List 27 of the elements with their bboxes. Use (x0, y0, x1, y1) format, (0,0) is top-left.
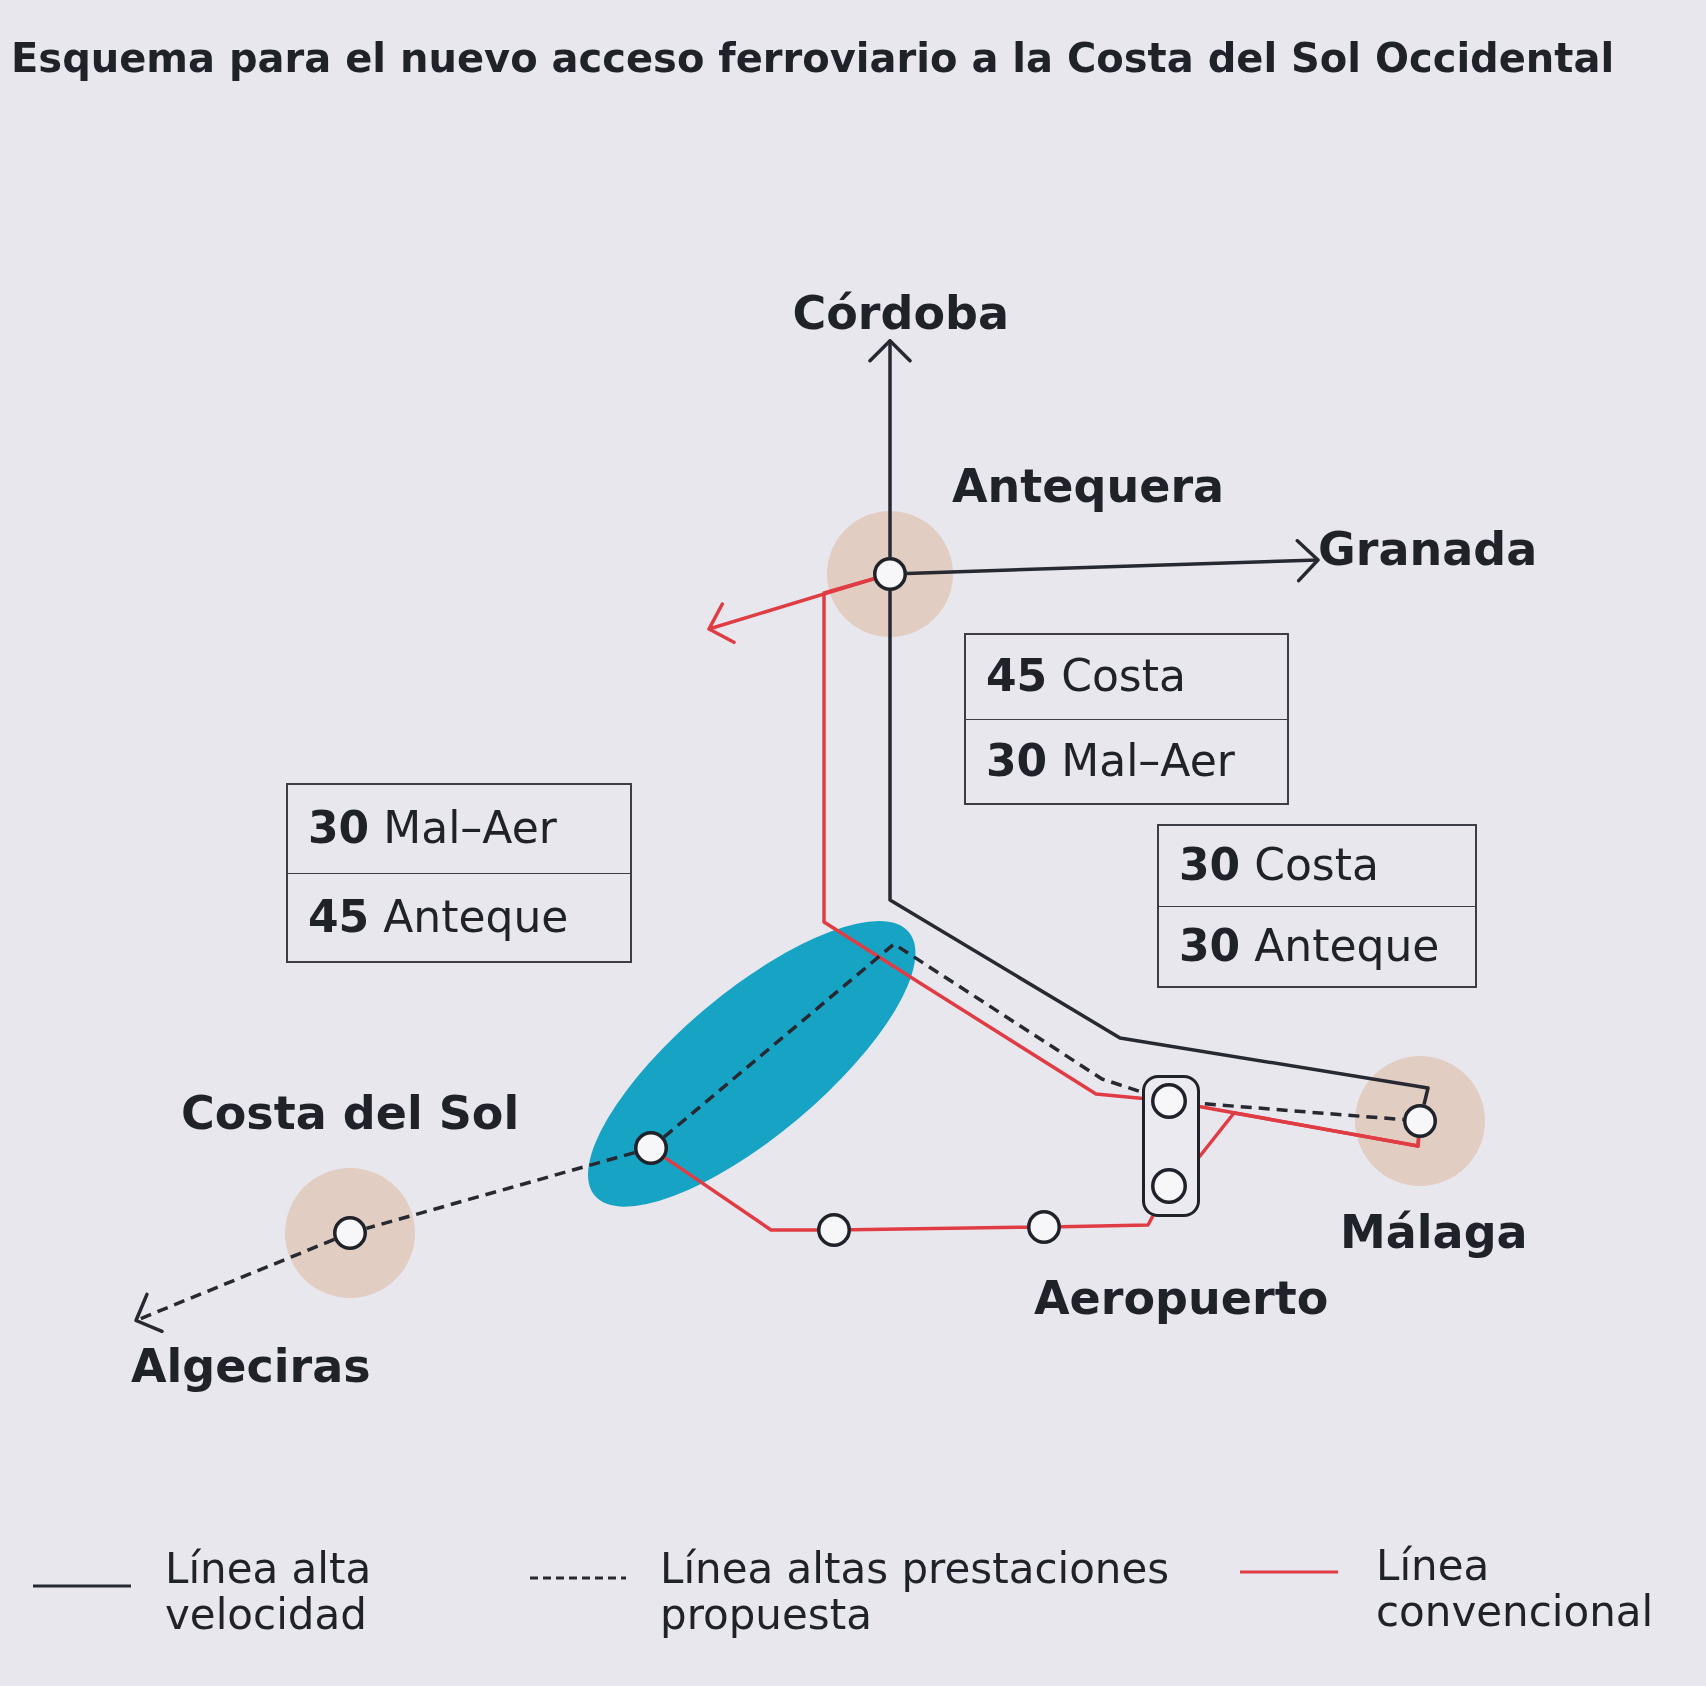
station-name: Málaga (1340, 1204, 1528, 1260)
rail-line (888, 591, 1430, 1105)
legend-label: Línea altas prestaciones propuesta (660, 1546, 1171, 1639)
travel-time: 45 Anteque (288, 873, 630, 961)
diagram-title: Esquema para el nuevo acceso ferroviario a la Costa del Sol Occidental (11, 34, 1615, 82)
travel-time: 30 Costa (1178, 838, 1380, 892)
legend-label: Línea alta velocidad (165, 1546, 373, 1639)
travel-time: 30 Mal–Aer (307, 801, 558, 855)
travel-time-table (286, 783, 632, 963)
travel-time: 30 Mal–Aer (966, 719, 1287, 803)
city-name: Granada (1318, 521, 1538, 577)
station-name: Costa del Sol (181, 1085, 520, 1141)
rail-line (664, 1156, 817, 1232)
station-name: Aeropuerto (1034, 1270, 1329, 1326)
legend-label: Línea convencional (1376, 1543, 1655, 1636)
rail-arrow (134, 1237, 335, 1334)
travel-time-table (1157, 824, 1477, 988)
city-name: Algeciras (131, 1320, 371, 1394)
station-name: Antequera (952, 458, 1225, 514)
rail-arrow (868, 338, 912, 557)
rail-line (365, 1150, 636, 1231)
travel-time-table (964, 633, 1289, 805)
city-name: Córdoba (792, 285, 1010, 341)
travel-time: 45 Costa (985, 649, 1187, 703)
rail-line (850, 1225, 1028, 1232)
travel-time: 30 Anteque (1159, 906, 1475, 986)
rail-arrow (906, 538, 1320, 583)
